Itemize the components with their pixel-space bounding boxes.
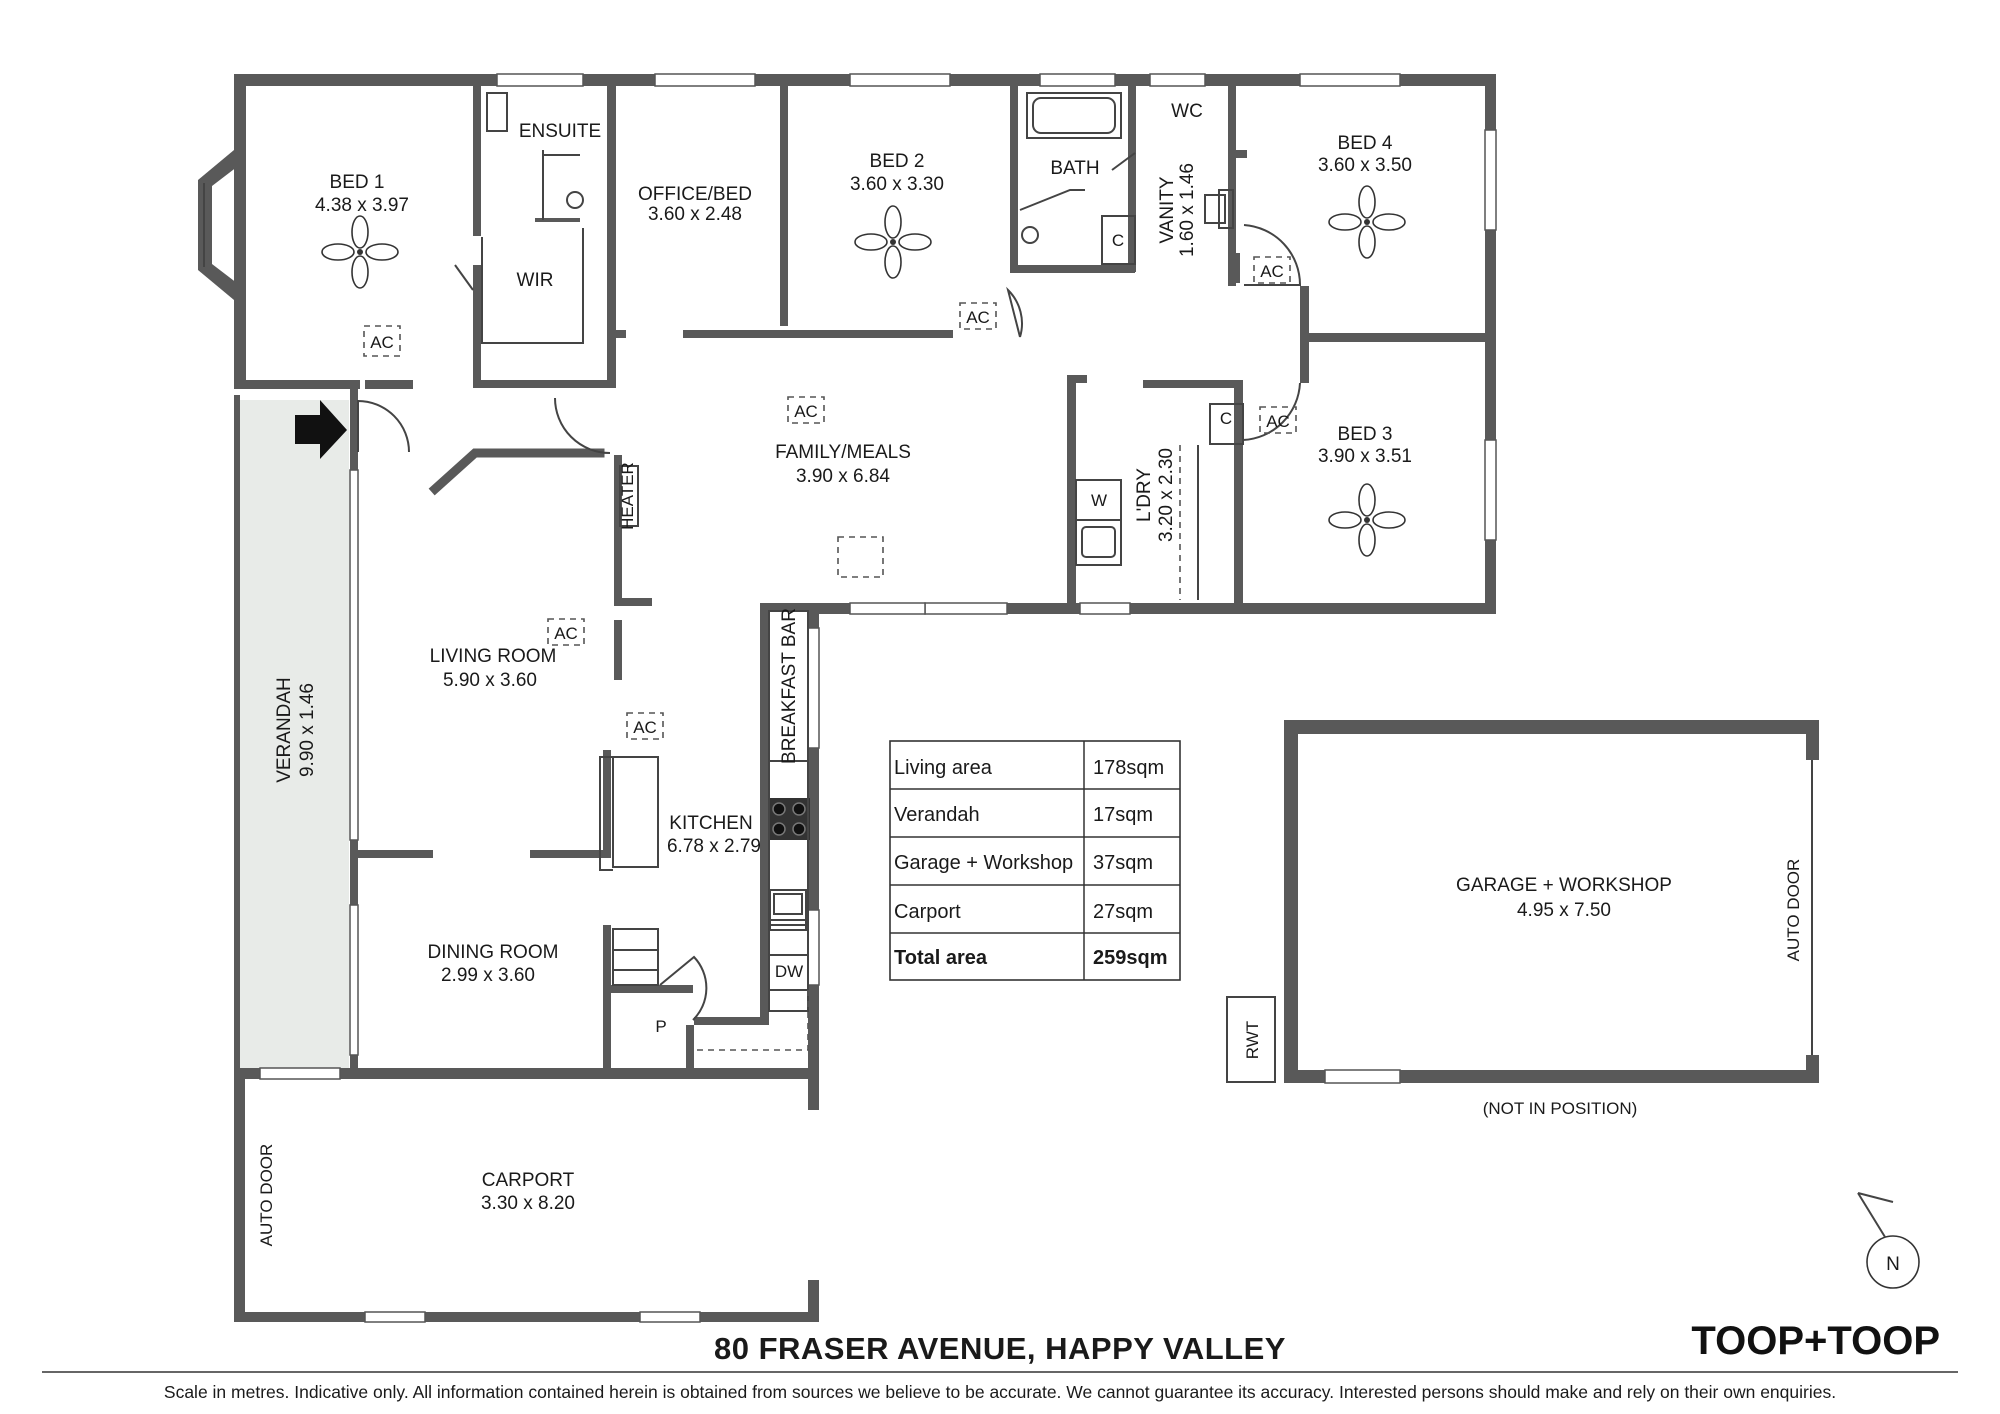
- room-ensuite-name: ENSUITE: [519, 121, 601, 142]
- area-table: Living area 178sqm Verandah 17sqm Garage…: [889, 740, 1181, 981]
- bathroom-fixtures: [486, 92, 1244, 600]
- room-bath-name: BATH: [1050, 158, 1099, 179]
- brand-logo: TOOP+TOOP: [1691, 1319, 1940, 1363]
- room-family-name: FAMILY/MEALS: [775, 442, 911, 463]
- room-verandah-name: VERANDAH: [274, 677, 295, 783]
- washer-label: W: [1091, 491, 1107, 510]
- dishwasher-label: DW: [775, 962, 803, 981]
- verandah-area: [237, 400, 349, 1075]
- area-total-value: 259sqm: [1093, 947, 1168, 969]
- room-bed1-name: BED 1: [330, 172, 385, 193]
- area-row-value: 37sqm: [1093, 852, 1153, 874]
- room-dining-dims: 2.99 x 3.60: [441, 965, 535, 986]
- area-row-label: Garage + Workshop: [894, 852, 1073, 874]
- area-row-value: 27sqm: [1093, 901, 1153, 923]
- room-laundry-name: L'DRY: [1134, 468, 1155, 522]
- north-arrow-icon: N: [1857, 1192, 1920, 1289]
- rwt-tank: [1226, 996, 1276, 1083]
- room-garage-dims: 4.95 x 7.50: [1517, 900, 1611, 921]
- ac-label: AC: [554, 624, 578, 643]
- room-kitchen-dims: 6.78 x 2.79: [667, 836, 761, 857]
- room-vanity-dims: 1.60 x 1.46: [1177, 163, 1198, 257]
- room-carport-name: CARPORT: [482, 1170, 575, 1191]
- room-bed3-name: BED 3: [1338, 424, 1393, 445]
- area-row-label: Living area: [894, 757, 993, 779]
- room-living-name: LIVING ROOM: [430, 646, 557, 667]
- room-carport-dims: 3.30 x 8.20: [481, 1193, 575, 1214]
- garage-walls: [1284, 720, 1819, 1084]
- room-verandah-dims: 9.90 x 1.46: [297, 683, 318, 777]
- room-bed3-dims: 3.90 x 3.51: [1318, 446, 1412, 467]
- ac-label: AC: [370, 333, 394, 352]
- kitchen-fixtures: [599, 610, 810, 1051]
- ceiling-fan-icon: [1328, 185, 1406, 259]
- ceiling-fan-icon: [321, 215, 399, 289]
- ac-label: AC: [633, 718, 657, 737]
- doors: [357, 152, 1302, 1021]
- cupboard-label: C: [1112, 231, 1124, 250]
- room-wc-name: WC: [1171, 101, 1203, 122]
- room-kitchen-name: KITCHEN: [669, 813, 752, 834]
- outer-walls: [234, 74, 1496, 1095]
- ac-label: AC: [966, 308, 990, 327]
- room-office-name: OFFICE/BED: [638, 184, 752, 205]
- room-labels: BED 1 4.38 x 3.97 ENSUITE WIR OFFICE/BED…: [274, 101, 1672, 1214]
- room-bed2-name: BED 2: [870, 151, 925, 172]
- entry-arrow-icon: [295, 400, 347, 459]
- area-row-value: 178sqm: [1093, 757, 1164, 779]
- room-garage-name: GARAGE + WORKSHOP: [1456, 875, 1672, 896]
- skylight: [837, 536, 884, 578]
- ceiling-fan-icon: [1328, 483, 1406, 557]
- not-in-position-label: (NOT IN POSITION): [1483, 1099, 1638, 1118]
- auto-door-label: AUTO DOOR: [257, 1144, 276, 1247]
- room-office-dims: 3.60 x 2.48: [648, 204, 742, 225]
- room-living-dims: 5.90 x 3.60: [443, 670, 537, 691]
- room-wir-name: WIR: [517, 270, 554, 291]
- ac-label: AC: [1260, 262, 1284, 281]
- room-bed4-dims: 3.60 x 3.50: [1318, 155, 1412, 176]
- rwt-label: RWT: [1243, 1021, 1262, 1059]
- ceiling-fan-icon: [854, 205, 932, 279]
- area-row-label: Carport: [894, 901, 961, 923]
- heater-label: HEATER: [618, 462, 637, 530]
- ac-label: AC: [1266, 412, 1290, 431]
- pantry-label: P: [655, 1017, 666, 1036]
- breakfast-bar-label: BREAKFAST BAR: [779, 608, 800, 764]
- interior-walls: [234, 86, 1496, 1075]
- room-dining-name: DINING ROOM: [428, 942, 559, 963]
- carport-walls: [234, 1079, 819, 1323]
- room-laundry-dims: 3.20 x 2.30: [1156, 448, 1177, 542]
- room-bed1-dims: 4.38 x 3.97: [315, 195, 409, 216]
- area-row-label: Verandah: [894, 804, 980, 826]
- room-vanity-name: VANITY: [1157, 176, 1178, 244]
- room-bed4-name: BED 4: [1338, 133, 1393, 154]
- ac-label: AC: [794, 402, 818, 421]
- cupboard-label: C: [1220, 409, 1232, 428]
- area-total-label: Total area: [894, 947, 988, 969]
- auto-door-label: AUTO DOOR: [1784, 859, 1803, 962]
- area-row-value: 17sqm: [1093, 804, 1153, 826]
- north-label: N: [1886, 1254, 1900, 1275]
- room-family-dims: 3.90 x 6.84: [796, 466, 890, 487]
- windows: [259, 73, 1497, 1080]
- room-bed2-dims: 3.60 x 3.30: [850, 174, 944, 195]
- fixture-labels: AC AC AC AC AC AC AC HEATER BREAKFAST BA…: [257, 231, 1803, 1246]
- property-address-title: 80 FRASER AVENUE, HAPPY VALLEY: [714, 1331, 1286, 1366]
- bay-window: [198, 150, 246, 300]
- disclaimer-text: Scale in metres. Indicative only. All in…: [164, 1382, 1836, 1402]
- ac-boxes: [363, 256, 1297, 740]
